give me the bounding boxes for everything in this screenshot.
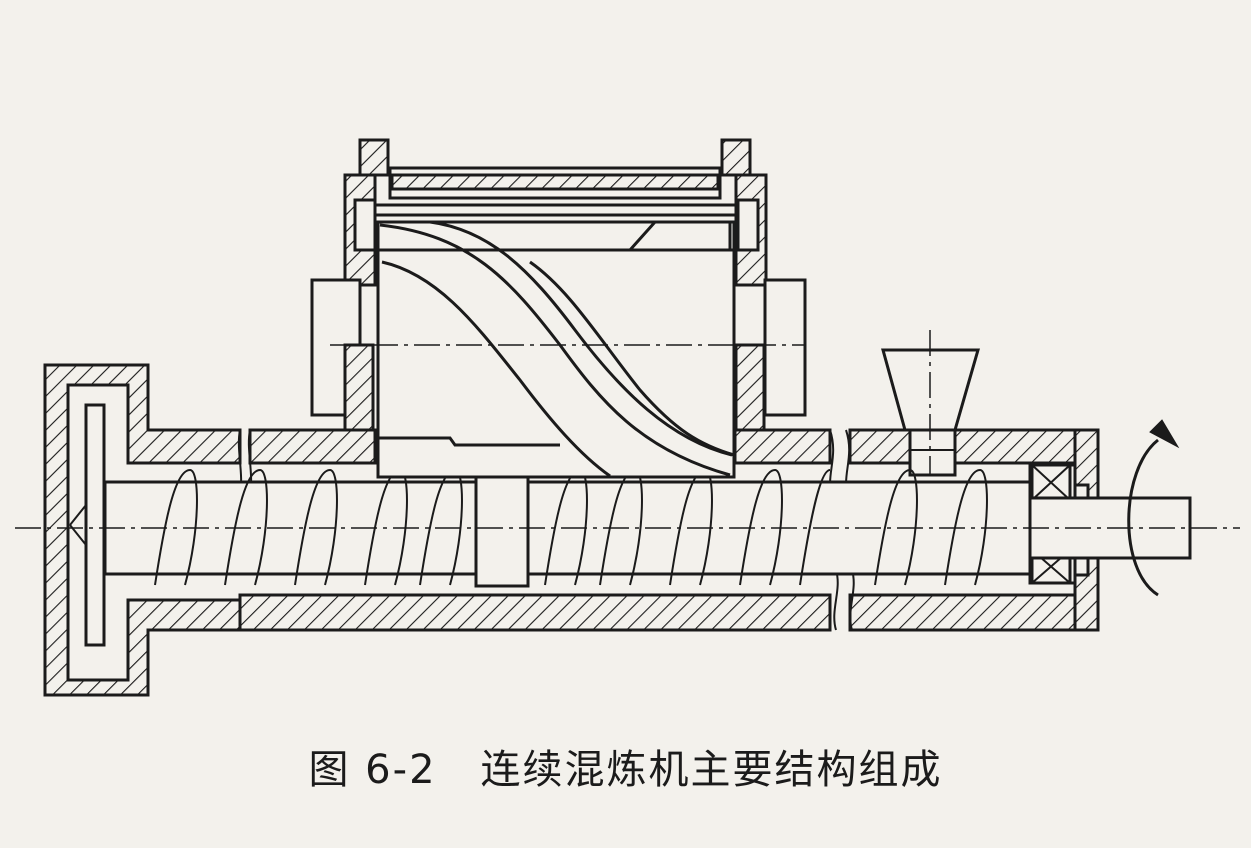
- screw-shaft: [103, 466, 1192, 588]
- feed-hopper: [881, 330, 980, 477]
- figure-caption: 图 6-2 连续混炼机主要结构组成: [0, 735, 1251, 805]
- end-cap: [43, 363, 242, 697]
- bearing-housing: [1028, 428, 1100, 632]
- mixing-chamber: [310, 138, 807, 479]
- figure-number: 图 6-2: [308, 747, 437, 793]
- figure-title: 连续混炼机主要结构组成: [480, 747, 943, 793]
- rotation-arrow-icon: [1127, 419, 1180, 597]
- rotor-blades: [379, 220, 735, 478]
